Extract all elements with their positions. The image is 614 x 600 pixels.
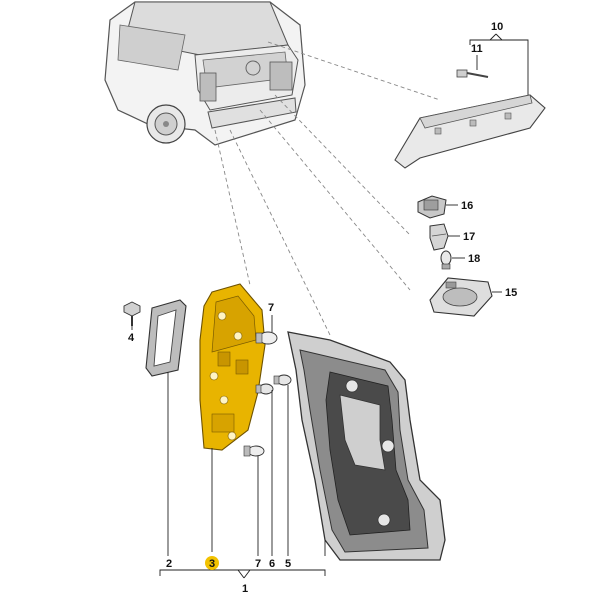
callout-7-top: 7 [268,302,274,314]
callout-18: 18 [468,253,480,265]
callout-3: 3 [209,558,215,570]
bulb-part-18 [440,250,452,270]
bottom-leaders [167,372,326,556]
bulb-holder-part-17 [429,223,449,251]
screw-part-11 [456,69,489,78]
callout-10: 10 [491,21,503,33]
gasket-part-2 [145,299,187,377]
callout-15: 15 [505,287,517,299]
callout-11: 11 [471,43,483,55]
callout-6: 6 [269,558,275,570]
socket-part-16 [417,195,447,219]
callout-2: 2 [166,558,172,570]
callout-17: 17 [463,231,475,243]
plate-light-housing-part-15 [429,277,493,317]
bulb-part-7-bottom [243,445,265,457]
bulb-part-6 [255,383,274,395]
callout-16: 16 [461,200,473,212]
callout-5: 5 [285,558,291,570]
high-mount-brake-light [394,94,546,169]
tail-light-housing [287,331,446,561]
callout-1: 1 [242,583,248,595]
callout-7-bottom: 7 [255,558,261,570]
bulb-carrier-part-3 [199,283,266,451]
guide-lines [214,41,441,336]
bulb-part-7-top [255,331,278,345]
screw-part-4 [123,301,141,326]
bulb-part-5 [273,374,292,386]
callout-bracket-1 [159,569,326,579]
callout-4: 4 [128,332,135,344]
car-rear-illustration [104,1,306,146]
highlight-marker-3 [205,556,219,570]
callout-bracket-10 [469,33,529,95]
